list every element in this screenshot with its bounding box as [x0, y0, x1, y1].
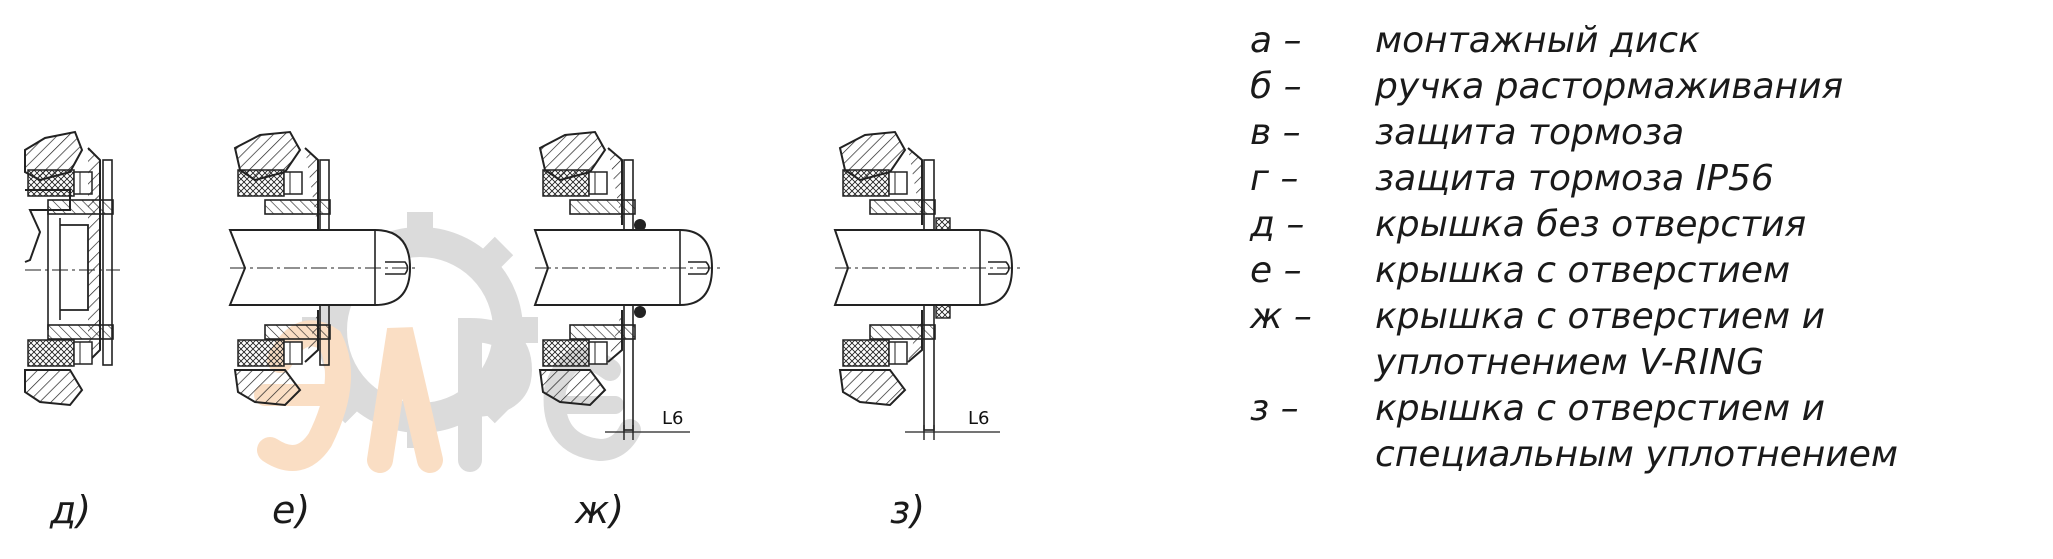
- drawing-z: L6: [833, 130, 1020, 440]
- legend-letter: д –: [1250, 204, 1305, 245]
- legend-item: е – крышка с отверстием: [1250, 248, 2050, 294]
- legend-item: б – ручка растормаживания: [1250, 64, 2050, 110]
- legend-item: з – крышка с отверстием и специальным уп…: [1250, 386, 2050, 478]
- drawing-d: [24, 130, 120, 407]
- dimension-z: L6: [905, 408, 1000, 440]
- legend-text: крышка с отверстием и уплотнением V-RING: [1375, 296, 1825, 383]
- legend-item: ж – крышка с отверстием и уплотнением V-…: [1250, 294, 2050, 386]
- legend-letter: а –: [1250, 20, 1302, 61]
- drawing-e: [228, 130, 415, 407]
- caption-e: е): [272, 488, 311, 532]
- dimension-label: L6: [662, 408, 683, 429]
- legend: а – монтажный диск б – ручка растормажив…: [1250, 18, 2050, 478]
- legend-text: крышка без отверстия: [1375, 204, 1807, 245]
- legend-letter: ж –: [1250, 296, 1312, 337]
- legend-item: в – защита тормоза: [1250, 110, 2050, 156]
- caption-zh: ж): [575, 488, 625, 532]
- legend-text: защита тормоза IP56: [1375, 158, 1774, 199]
- legend-text: ручка растормаживания: [1375, 66, 1844, 107]
- legend-text: крышка с отверстием и специальным уплотн…: [1375, 388, 1899, 475]
- legend-item: г – защита тормоза IP56: [1250, 156, 2050, 202]
- drawing-zh: L6: [533, 130, 720, 440]
- legend-letter: г –: [1250, 158, 1299, 199]
- caption-d: д): [50, 488, 92, 532]
- caption-z: з): [890, 488, 926, 532]
- legend-text: монтажный диск: [1375, 20, 1700, 61]
- legend-letter: в –: [1250, 112, 1301, 153]
- dimension-zh: L6: [605, 408, 690, 440]
- legend-item: а – монтажный диск: [1250, 18, 2050, 64]
- legend-letter: з –: [1250, 388, 1299, 429]
- dimension-label: L6: [968, 408, 989, 429]
- legend-text: крышка с отверстием: [1375, 250, 1791, 291]
- drawings-canvas: L6 L6: [24, 130, 1020, 473]
- legend-item: д – крышка без отверстия: [1250, 202, 2050, 248]
- legend-text: защита тормоза: [1375, 112, 1685, 153]
- legend-letter: б –: [1250, 66, 1302, 107]
- legend-letter: е –: [1250, 250, 1302, 291]
